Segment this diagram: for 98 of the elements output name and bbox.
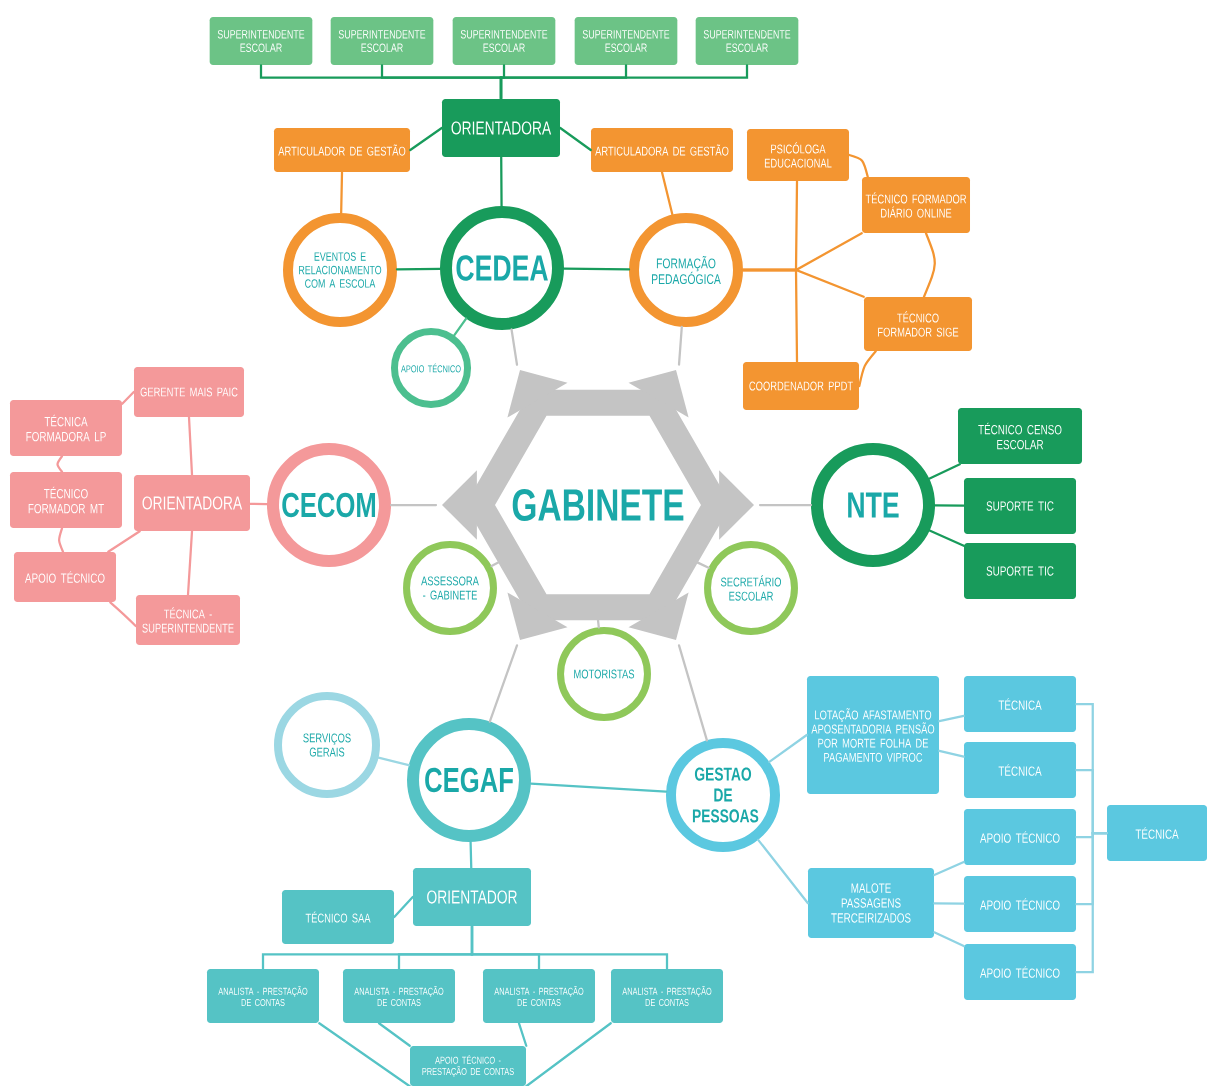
role-box: SUPERINTENDENTE ESCOLAR bbox=[574, 17, 678, 65]
connector bbox=[938, 714, 965, 723]
connector bbox=[56, 455, 64, 473]
connector bbox=[469, 840, 473, 869]
role-box: APOIO TÉCNICO bbox=[964, 876, 1076, 932]
role-box: PSICÓLOGA EDUCACIONAL bbox=[747, 129, 849, 181]
connector bbox=[677, 325, 683, 366]
connector bbox=[562, 267, 631, 271]
connector bbox=[660, 171, 674, 216]
connector bbox=[389, 503, 438, 507]
connector bbox=[1075, 831, 1108, 974]
circle-node: CEGAF bbox=[407, 718, 531, 842]
role-box: TÉCNICA - SUPERINTENDENTE bbox=[136, 595, 240, 645]
connector bbox=[377, 756, 410, 767]
connector bbox=[559, 126, 592, 152]
role-box: TÉCNICO SAA bbox=[282, 890, 394, 944]
connector bbox=[677, 644, 709, 742]
connector bbox=[488, 644, 519, 723]
role-box: ANALISTA - PRESTAÇÃO DE CONTAS bbox=[207, 969, 319, 1023]
role-box: APOIO TÉCNICO - PRESTAÇÃO DE CONTAS bbox=[410, 1046, 526, 1086]
role-box: TÉCNICO FORMADOR SIGE bbox=[864, 297, 972, 351]
role-box: APOIO TÉCNICO bbox=[964, 809, 1076, 865]
role-box: TÉCNICA FORMADORA LP bbox=[10, 400, 122, 456]
connector bbox=[187, 416, 194, 476]
role-box: ANALISTA - PRESTAÇÃO DE CONTAS bbox=[611, 969, 723, 1023]
role-box: SUPORTE TIC bbox=[964, 543, 1076, 599]
role-box: ORIENTADORA bbox=[134, 475, 250, 531]
connector bbox=[395, 267, 442, 271]
circle-node: NTE bbox=[811, 443, 935, 567]
connector bbox=[933, 860, 965, 877]
role-box: COORDENADOR PPDT bbox=[743, 362, 859, 410]
connector bbox=[933, 902, 965, 905]
role-box: ANALISTA - PRESTAÇÃO DE CONTAS bbox=[343, 969, 455, 1023]
connector bbox=[107, 530, 141, 553]
connector bbox=[938, 749, 965, 758]
role-box: ORIENTADOR bbox=[413, 868, 531, 926]
role-box: TÉCNICO CENSO ESCOLAR bbox=[958, 408, 1082, 464]
circle-node: GESTAO DE PESSOAS bbox=[666, 738, 780, 852]
role-box: TÉCNICO FORMADOR MT bbox=[10, 472, 122, 528]
role-box: ARTICULADOR DE GESTÃO bbox=[274, 128, 410, 172]
circle-node: EVENTOS E RELACIONAMENTO COM A ESCOLA bbox=[283, 213, 397, 327]
role-box: LOTAÇÃO AFASTAMENTO APOSENTADORIA PENSÃO POR MORTE FOLHA DE PAGAMENTO VIPROC bbox=[807, 676, 939, 794]
connector bbox=[768, 733, 808, 763]
connector bbox=[848, 153, 869, 178]
role-box: SUPERINTENDENTE ESCOLAR bbox=[452, 17, 556, 65]
circle-node: ASSESSORA - GABINETE bbox=[403, 541, 497, 635]
connector bbox=[933, 504, 965, 507]
connector bbox=[121, 390, 135, 405]
connector bbox=[58, 527, 65, 553]
connector bbox=[928, 463, 961, 480]
circle-node: SERVIÇOS GERAIS bbox=[274, 692, 380, 798]
connector bbox=[470, 925, 669, 970]
role-box: SUPERINTENDENTE ESCOLAR bbox=[695, 17, 799, 65]
connector bbox=[858, 350, 877, 388]
role-box: ORIENTADORA bbox=[442, 99, 560, 157]
connector bbox=[499, 64, 749, 100]
connector bbox=[409, 126, 443, 152]
connector bbox=[186, 530, 194, 596]
role-box: SUPERINTENDENTE ESCOLAR bbox=[209, 17, 313, 65]
connector bbox=[517, 1022, 528, 1047]
circle-node: MOTORISTAS bbox=[557, 627, 651, 721]
role-box: ARTICULADORA DE GESTÃO bbox=[591, 128, 733, 172]
connector bbox=[377, 1022, 411, 1047]
connector bbox=[510, 328, 519, 366]
connector bbox=[741, 268, 799, 363]
connector bbox=[933, 931, 965, 948]
connector bbox=[928, 529, 965, 547]
circle-node: CEDEA bbox=[440, 206, 564, 330]
role-box: TÉCNICA bbox=[964, 676, 1076, 732]
role-box: MALOTE PASSAGENS TERCEIRIZADOS bbox=[808, 868, 934, 938]
role-box: TÉCNICA bbox=[1107, 805, 1207, 861]
role-box: ANALISTA - PRESTAÇÃO DE CONTAS bbox=[483, 969, 595, 1023]
connector bbox=[249, 502, 269, 506]
circle-node: CECOM bbox=[267, 443, 391, 567]
connector bbox=[757, 838, 809, 905]
connector bbox=[490, 561, 500, 568]
connector bbox=[340, 171, 344, 215]
role-box: APOIO TÉCNICO bbox=[964, 944, 1076, 1000]
connector bbox=[109, 601, 137, 628]
connector bbox=[318, 1022, 411, 1086]
connector bbox=[500, 156, 503, 208]
role-box: TÉCNICA bbox=[964, 742, 1076, 798]
role-box: APOIO TÉCNICO bbox=[14, 552, 116, 602]
connector bbox=[525, 1022, 612, 1086]
connector bbox=[922, 232, 936, 298]
connector bbox=[529, 782, 668, 793]
circle-node: SECRETÁRIO ESCOLAR bbox=[704, 541, 798, 635]
role-box: GERENTE MAIS PAIC bbox=[134, 367, 244, 417]
connector bbox=[453, 317, 468, 337]
role-box: TÉCNICO FORMADOR DIÁRIO ONLINE bbox=[862, 177, 970, 233]
role-box: SUPORTE TIC bbox=[964, 478, 1076, 534]
connector bbox=[758, 503, 813, 507]
connector bbox=[393, 895, 414, 919]
connector bbox=[696, 561, 710, 569]
role-box: SUPERINTENDENTE ESCOLAR bbox=[330, 17, 434, 65]
connector bbox=[596, 619, 600, 629]
circle-node: FORMAÇÃO PEDAGÓGICA bbox=[629, 213, 743, 327]
circle-node: APOIO TÉCNICO bbox=[390, 327, 472, 409]
